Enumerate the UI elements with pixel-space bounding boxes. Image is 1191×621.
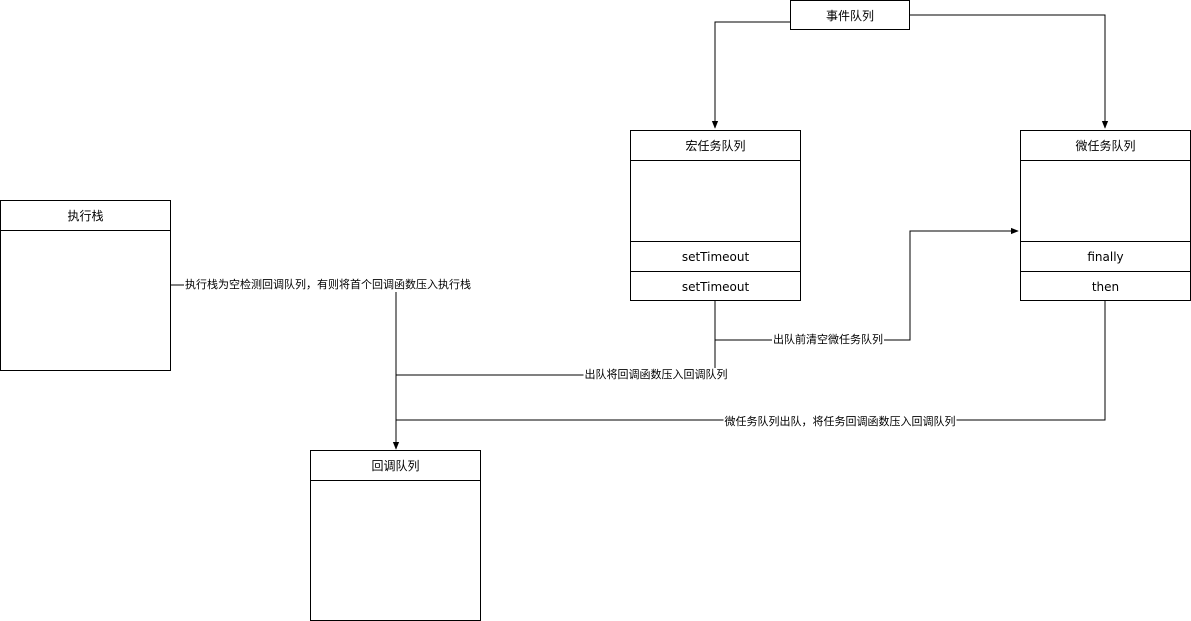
exec-stack-header: 执行栈 (1, 201, 170, 231)
edge-stack-to-callback (170, 284, 400, 450)
micro-queue-title: 微任务队列 (1075, 139, 1136, 153)
macro-queue-node: 宏任务队列 setTimeout setTimeout (630, 130, 801, 301)
micro-queue-node: 微任务队列 finally then (1020, 130, 1191, 301)
edge-label-micro-to-callback: 微任务队列出队，将任务回调函数压入回调队列 (723, 415, 957, 429)
macro-queue-item: setTimeout (631, 241, 800, 271)
edge-event-to-micro (910, 14, 1109, 129)
callback-queue-node: 回调队列 (310, 450, 481, 621)
micro-queue-item-label: finally (1087, 249, 1124, 264)
macro-queue-item-label: setTimeout (681, 279, 750, 294)
macro-queue-header: 宏任务队列 (631, 131, 800, 161)
event-queue-label: 事件队列 (825, 8, 874, 23)
callback-queue-label: 回调队列 (371, 459, 420, 473)
edge-macro-to-micro (714, 227, 1019, 341)
edge-event-to-macro (711, 21, 790, 129)
micro-queue-header: 微任务队列 (1021, 131, 1190, 161)
micro-queue-item: then (1021, 271, 1190, 301)
exec-stack-node: 执行栈 (0, 200, 171, 371)
micro-queue-item-label: then (1091, 279, 1120, 294)
exec-stack-label: 执行栈 (67, 209, 104, 223)
edge-label-stack-to-callback: 执行栈为空检测回调队列，有则将首个回调函数压入执行栈 (184, 278, 472, 292)
edge-label-macro-to-callback: 出队将回调函数压入回调队列 (583, 368, 729, 382)
macro-queue-item: setTimeout (631, 271, 800, 301)
event-queue-node: 事件队列 (790, 0, 910, 30)
macro-queue-title: 宏任务队列 (685, 139, 746, 153)
edge-micro-to-callback (396, 300, 1106, 421)
edge-label-macro-to-micro: 出队前清空微任务队列 (772, 333, 884, 347)
callback-queue-header: 回调队列 (311, 451, 480, 481)
micro-queue-item: finally (1021, 241, 1190, 271)
macro-queue-item-label: setTimeout (681, 249, 750, 264)
